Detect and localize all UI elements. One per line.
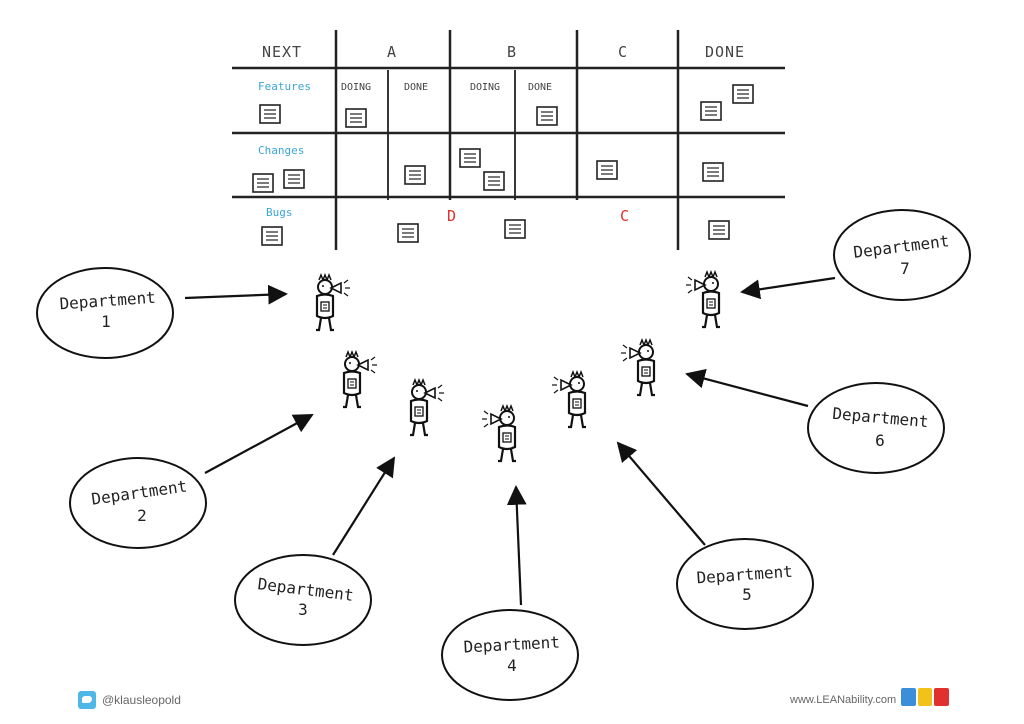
- row-label-changes: Changes: [258, 144, 304, 157]
- person-with-megaphone: [341, 350, 379, 409]
- subcolumn-a-done: DONE: [404, 82, 428, 93]
- department-7-bubble: [833, 209, 971, 301]
- department-4-number: 4: [507, 656, 517, 675]
- department-4: Department 4: [441, 609, 579, 701]
- card: [732, 84, 754, 104]
- card: [702, 162, 724, 182]
- person-with-megaphone: [550, 370, 588, 429]
- card: [283, 169, 305, 189]
- arrows: [184, 276, 836, 606]
- twitter-handle: @klausleopold: [102, 693, 181, 707]
- leanability-logo: [901, 688, 950, 706]
- twitter-icon: [78, 691, 96, 709]
- department-6: Department 6: [807, 382, 945, 474]
- department-5: Department 5: [676, 538, 814, 630]
- person-with-megaphone: [684, 270, 722, 329]
- department-1-number: 1: [101, 312, 111, 331]
- card: [345, 108, 367, 128]
- bug-marker-d: D: [447, 207, 456, 225]
- logo-blue-square: [901, 688, 916, 706]
- logo-yellow-square: [917, 688, 933, 706]
- card: [252, 173, 274, 193]
- card: [259, 104, 281, 124]
- logo-red-square: [934, 688, 950, 706]
- card: [459, 148, 481, 168]
- column-header-a: A: [387, 43, 397, 61]
- department-4-bubble: [441, 609, 579, 701]
- column-header-b: B: [507, 43, 517, 61]
- department-3-bubble: [234, 554, 372, 646]
- department-3: Department 3: [234, 554, 372, 646]
- department-7-number: 7: [900, 259, 910, 278]
- arrow-department-7: [740, 276, 836, 300]
- department-2-number: 2: [137, 506, 147, 525]
- footer-website[interactable]: www.LEANability.com: [790, 694, 897, 706]
- department-6-bubble: [807, 382, 945, 474]
- subcolumn-a-doing: DOING: [341, 82, 371, 93]
- footer-twitter: @klausleopold: [78, 690, 181, 710]
- card: [397, 223, 419, 243]
- person-with-megaphone: [314, 273, 352, 332]
- card: [404, 165, 426, 185]
- subcolumn-b-done: DONE: [528, 82, 552, 93]
- arrow-department-6: [685, 368, 809, 408]
- department-2: Department 2: [69, 457, 207, 549]
- department-5-number: 5: [742, 585, 752, 604]
- arrow-department-4: [506, 485, 527, 606]
- department-1-bubble: [36, 267, 174, 359]
- department-1: Department 1: [36, 267, 174, 359]
- department-5-bubble: [676, 538, 814, 630]
- person-with-megaphone: [619, 338, 657, 397]
- arrow-department-5: [616, 441, 706, 546]
- card: [483, 171, 505, 191]
- card: [708, 220, 730, 240]
- department-2-bubble: [69, 457, 207, 549]
- column-header-next: NEXT: [262, 43, 302, 61]
- arrow-department-1: [184, 284, 288, 305]
- subcolumn-b-doing: DOING: [470, 82, 500, 93]
- people: [314, 270, 722, 463]
- department-3-number: 3: [298, 600, 308, 619]
- arrow-department-3: [332, 456, 396, 556]
- row-label-bugs: Bugs: [266, 206, 293, 219]
- person-with-megaphone: [408, 378, 446, 437]
- department-7: Department 7: [833, 209, 971, 301]
- board-grid: [232, 30, 785, 250]
- card: [700, 101, 722, 121]
- row-label-features: Features: [258, 80, 311, 93]
- card: [536, 106, 558, 126]
- person-with-megaphone: [480, 404, 518, 463]
- bug-marker-c: C: [620, 207, 629, 225]
- card: [504, 219, 526, 239]
- arrow-department-2: [204, 414, 314, 474]
- card: [596, 160, 618, 180]
- column-header-done: DONE: [705, 43, 745, 61]
- column-header-c: C: [618, 43, 628, 61]
- department-6-number: 6: [875, 431, 885, 450]
- card: [261, 226, 283, 246]
